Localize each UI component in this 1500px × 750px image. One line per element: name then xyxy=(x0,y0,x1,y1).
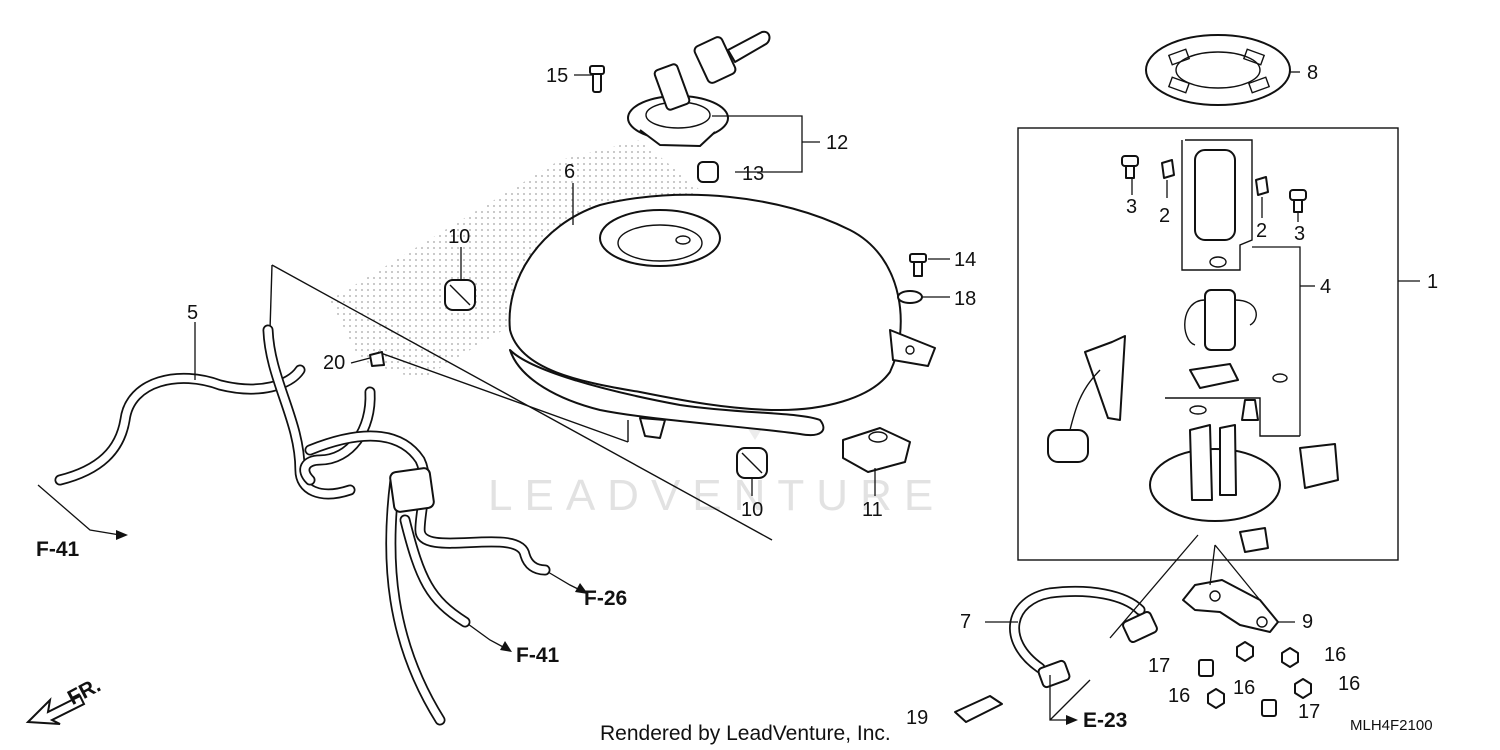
diagram-code: MLH4F2100 xyxy=(1350,717,1433,734)
screw-3-right[interactable] xyxy=(1289,189,1307,213)
front-arrow-icon xyxy=(25,694,86,725)
callout-16a: 16 xyxy=(1324,644,1346,666)
rubber-10-upper[interactable] xyxy=(444,279,476,311)
callout-17b: 17 xyxy=(1298,701,1320,723)
rendered-by-footer: Rendered by LeadVenture, Inc. xyxy=(600,722,891,745)
pump-base-plate[interactable] xyxy=(1149,424,1339,553)
vent-hoses-5[interactable] xyxy=(54,324,551,726)
plate-9[interactable] xyxy=(1182,579,1279,633)
ref-f26: F-26 xyxy=(584,587,627,610)
callout-2a: 2 xyxy=(1159,205,1170,227)
callout-20: 20 xyxy=(323,352,345,374)
callout-3a: 3 xyxy=(1126,196,1137,218)
callout-3b: 3 xyxy=(1294,223,1305,245)
callout-18: 18 xyxy=(954,288,976,310)
watermark-text: LEADVENTURE xyxy=(488,471,945,520)
bolt-14[interactable] xyxy=(909,253,927,277)
rubber-10-lower[interactable] xyxy=(736,447,768,479)
nut-16-c[interactable] xyxy=(1294,678,1312,699)
ref-f41-left: F-41 xyxy=(36,538,80,561)
reference-arrows xyxy=(25,484,1091,725)
callout-numbers: 1 2 2 3 3 4 5 6 7 8 9 10 10 11 12 13 14 … xyxy=(187,62,1438,729)
fuel-hose-7[interactable] xyxy=(1009,585,1159,689)
callout-10b: 10 xyxy=(741,499,763,521)
callout-12: 12 xyxy=(826,132,848,154)
fuel-pump-4[interactable] xyxy=(1165,139,1300,437)
callout-6: 6 xyxy=(564,161,575,183)
callout-5: 5 xyxy=(187,302,198,324)
callout-14: 14 xyxy=(954,249,976,271)
fuel-tank[interactable] xyxy=(508,193,936,439)
clip-2-left[interactable] xyxy=(1161,159,1175,179)
clip-2-right[interactable] xyxy=(1255,176,1269,196)
callout-2b: 2 xyxy=(1256,220,1267,242)
clip-19[interactable] xyxy=(954,695,1003,723)
callout-19: 19 xyxy=(906,707,928,729)
callout-4: 4 xyxy=(1320,276,1331,298)
callout-15: 15 xyxy=(546,65,568,87)
washer-18[interactable] xyxy=(897,290,923,304)
callout-1: 1 xyxy=(1427,271,1438,293)
mount-frame-lines xyxy=(269,264,773,541)
callout-7: 7 xyxy=(960,611,971,633)
screw-3-left[interactable] xyxy=(1121,155,1139,179)
grommet-13[interactable] xyxy=(697,161,719,183)
screw-15[interactable] xyxy=(589,65,605,93)
leader-lines xyxy=(194,71,1420,639)
fuel-pump-assembly-box xyxy=(1017,127,1399,561)
callout-16d: 16 xyxy=(1168,685,1190,707)
callout-10a: 10 xyxy=(448,226,470,248)
nut-16-b[interactable] xyxy=(1236,641,1254,662)
nut-16-a[interactable] xyxy=(1281,647,1299,668)
callout-13: 13 xyxy=(742,163,764,185)
set-ring-8[interactable] xyxy=(1145,34,1291,106)
bolt-17-a[interactable] xyxy=(1198,659,1214,677)
callout-16c: 16 xyxy=(1338,673,1360,695)
fuel-level-sender[interactable] xyxy=(1047,335,1126,463)
clip-20[interactable] xyxy=(369,351,385,367)
bracket-11[interactable] xyxy=(842,427,911,473)
callout-9: 9 xyxy=(1302,611,1313,633)
fuel-cap-assembly[interactable] xyxy=(627,30,771,147)
callout-16b: 16 xyxy=(1233,677,1255,699)
ref-f41-lower: F-41 xyxy=(516,644,560,667)
callout-11: 11 xyxy=(862,499,883,521)
callout-17a: 17 xyxy=(1148,655,1170,677)
bolt-17-b[interactable] xyxy=(1261,699,1277,717)
ref-e23: E-23 xyxy=(1083,709,1127,732)
tank-shadow-area xyxy=(330,140,700,380)
nut-16-d[interactable] xyxy=(1207,688,1225,709)
callout-8: 8 xyxy=(1307,62,1318,84)
